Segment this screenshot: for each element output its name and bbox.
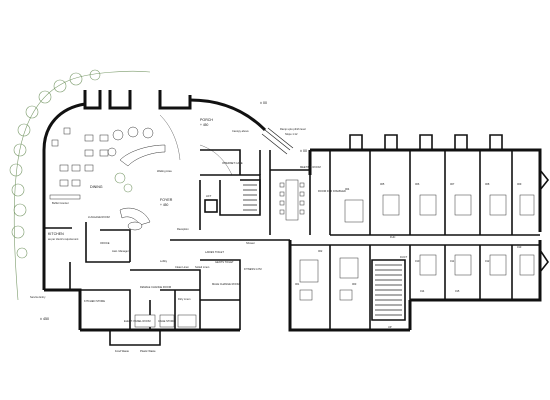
waiting-area-label: Waiting Area: [157, 169, 172, 173]
ramp-label: Ramp upto plinth level: [280, 127, 306, 131]
room-number: 013: [517, 245, 522, 249]
canopy-label: Canopy above: [232, 129, 249, 133]
meeting-room-label: MEETING ROOM: [300, 165, 321, 169]
female-change-label: FEMALE CHANGE ROOM: [140, 285, 171, 289]
bathroom-notches: [349, 134, 550, 273]
stair-up-label: UP: [388, 325, 392, 329]
kitchen-store-label: KITCHEN STORE: [84, 299, 105, 303]
room-number: 004: [345, 187, 350, 191]
room-number: 009: [517, 182, 522, 186]
foyer-furniture: [119, 114, 233, 231]
duct-label: DUCT: [400, 255, 408, 259]
cage-store-label: CAGE STORE: [158, 319, 175, 323]
male-change-label: MALE CHANGE ROOM: [212, 282, 240, 286]
fhc-label: FHC: [390, 235, 395, 239]
clean-linen-label: Clean Linen: [175, 265, 189, 269]
room-number: 008: [485, 182, 490, 186]
office-label: OFFICE: [100, 241, 110, 245]
room-number: 015: [455, 289, 460, 293]
room-number: 003: [352, 282, 357, 286]
service-rooms: [109, 314, 197, 346]
level-top: ± 00: [260, 101, 267, 105]
room-number: 006: [415, 182, 420, 186]
landscape-trees: [9, 69, 151, 301]
kitchen-label: KITCHEN: [48, 232, 64, 236]
guest-wing-walls: [288, 148, 542, 332]
gents-toilet-label: GENTS TOILET: [215, 260, 234, 264]
ramp: [261, 127, 294, 155]
guest-beds: [299, 194, 535, 301]
ladies-toilet-label: LADIES TOILET: [205, 250, 224, 254]
elect-room-label: ELECT. PANEL ROOM: [124, 319, 151, 323]
central-block-walls: [170, 149, 290, 241]
level-right: ± 00: [300, 149, 307, 153]
room-number: 005: [380, 182, 385, 186]
shower-label: Shower: [246, 241, 255, 245]
room-number: 007: [450, 182, 455, 186]
room-number: 012: [485, 259, 490, 263]
porch-label: PORCH: [200, 118, 213, 122]
asst-manager-label: Asst. Manager: [112, 249, 129, 253]
fitness-gym-label: FITNESS GYM: [244, 267, 262, 271]
reception-label: Reception: [177, 227, 189, 231]
room-number: 010: [415, 259, 420, 263]
plan-labels: ± 00 PORCH + 450 Canopy above Ramp upto …: [30, 101, 522, 353]
service-entry-label: Service Entry: [30, 295, 46, 299]
kitchen-note: as per client's requirement: [48, 237, 79, 241]
foyer-label: FOYER: [160, 198, 173, 202]
meeting-room: [270, 169, 311, 235]
soiled-linen-label: Soiled Linen: [195, 265, 210, 269]
foyer-level: + 450: [160, 203, 169, 207]
room-disabled-label: ROOM FOR DISABLED: [318, 189, 346, 193]
dining-furniture: [49, 126, 166, 200]
dining-label: DINING: [90, 185, 103, 189]
porch-level: + 450: [200, 123, 209, 127]
luggage-label: LUGGAGE ROOM: [88, 215, 110, 219]
buffet-label: Buffet Counter: [52, 201, 69, 205]
dirty-linen-label: Dirty Linen: [178, 297, 191, 301]
plastic-waste-label: Plastic Waste: [140, 349, 156, 353]
room-number: 001: [295, 282, 300, 286]
room-number: 002: [318, 249, 323, 253]
lobby-label: Lobby: [160, 259, 168, 263]
left-wing-walls: [42, 90, 267, 332]
room-number: 014: [420, 289, 425, 293]
lift-label: LIFT: [206, 194, 212, 198]
internet-cafe-label: INTERNET CAFE: [222, 161, 243, 165]
level-bottom-left: ± 450: [40, 317, 49, 321]
room-number: 011: [450, 259, 455, 263]
food-waste-label: Food Waste: [115, 349, 129, 353]
ramp-slope: Slope 1:12: [285, 132, 298, 136]
